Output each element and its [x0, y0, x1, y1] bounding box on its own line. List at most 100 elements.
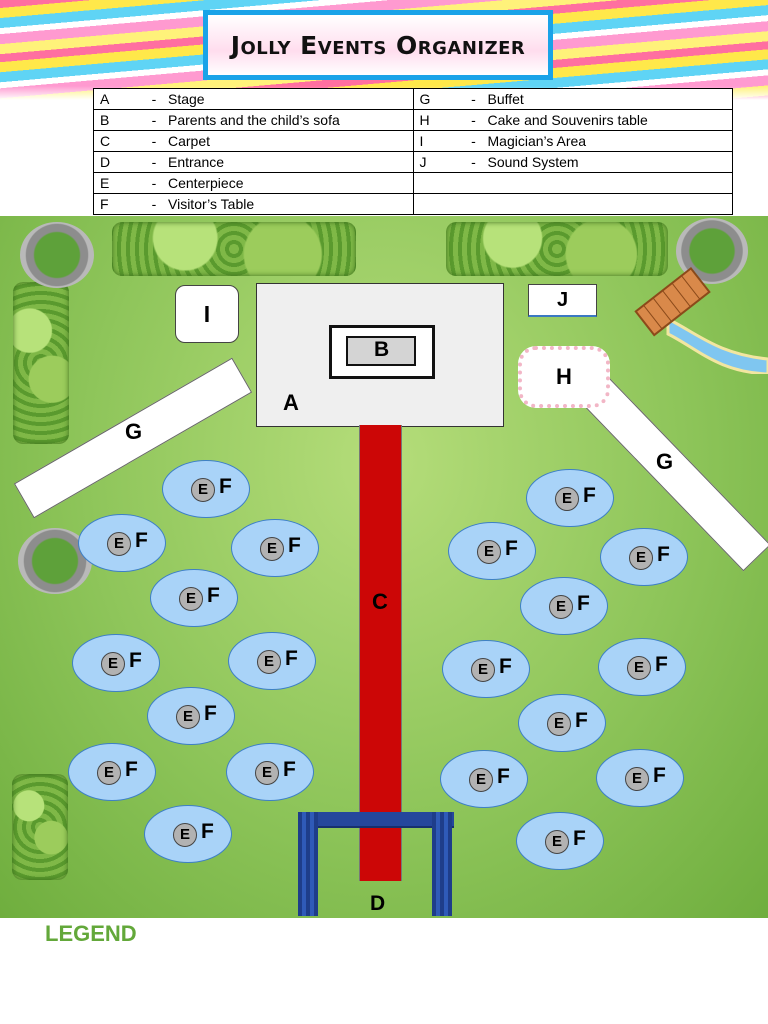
legend-dash: -	[151, 154, 157, 170]
sofa-label: B	[374, 338, 390, 361]
legend-letter: H	[419, 112, 430, 128]
legend-cell-left: E-Centerpiece	[93, 172, 414, 194]
sound-label: J	[556, 288, 569, 311]
legend-dash: -	[151, 175, 157, 191]
centerpiece-label: E	[257, 650, 281, 674]
centerpiece-label: E	[627, 656, 651, 680]
centerpiece-label: E	[625, 767, 649, 791]
magician-area: I	[175, 285, 239, 343]
legend-dash: -	[151, 196, 157, 212]
centerpiece-label: E	[97, 761, 121, 785]
hedge-left-bottom	[12, 774, 68, 880]
cake-souvenir-table: H	[518, 346, 610, 408]
centerpiece-label: E	[477, 540, 501, 564]
entrance-curtain-right	[432, 812, 452, 916]
visitor-table-label: F	[577, 592, 590, 615]
centerpiece-label: E	[260, 537, 284, 561]
carpet-aisle: C	[359, 425, 402, 881]
centerpiece-label: E	[191, 478, 215, 502]
visitor-table-label: F	[505, 537, 518, 560]
legend-dash: -	[151, 91, 157, 107]
centerpiece-label: E	[469, 768, 493, 792]
legend-cell-right: G -Buffet	[412, 88, 733, 110]
flower-planter-top-left	[20, 222, 94, 288]
visitor-table-label: F	[497, 765, 510, 788]
legend-cell-left: D-Entrance	[93, 151, 414, 173]
visitor-table-label: F	[135, 529, 148, 552]
visitor-table-label: F	[204, 702, 217, 725]
legend-heading: LEGEND	[45, 921, 137, 946]
legend-cell-right	[412, 193, 733, 215]
legend-letter: B	[100, 112, 110, 128]
hedge-left-vertical	[13, 282, 69, 444]
legend-description: Parents and the child’s sofa	[168, 112, 340, 128]
sound-system: J	[528, 284, 597, 317]
legend-letter: A	[100, 91, 110, 107]
centerpiece-label: E	[629, 546, 653, 570]
entrance-valance	[298, 812, 454, 828]
legend-description: Visitor’s Table	[168, 196, 255, 212]
cake-table-label: H	[556, 364, 572, 389]
legend-description: Carpet	[168, 133, 211, 149]
centerpiece-label: E	[173, 823, 197, 847]
visitor-table-label: F	[657, 543, 670, 566]
centerpiece-label: E	[555, 487, 579, 511]
hedge-top-left	[112, 222, 356, 276]
centerpiece-label: E	[255, 761, 279, 785]
legend-letter: G	[419, 91, 431, 107]
visitor-table-label: F	[129, 649, 142, 672]
legend-cell-right: H-Cake and Souvenirs table	[412, 109, 733, 131]
centerpiece-label: E	[107, 532, 131, 556]
hedge-top-right	[446, 222, 668, 276]
legend-description: Buffet	[487, 91, 524, 107]
parents-child-sofa: B	[329, 325, 435, 379]
legend-description: Cake and Souvenirs table	[487, 112, 648, 128]
title-frame: Jolly Events Organizer	[203, 10, 553, 80]
legend-dash: -	[471, 91, 476, 107]
magician-label: I	[203, 300, 211, 327]
entrance-label: D	[370, 892, 386, 915]
sofa-cushion: B	[346, 336, 416, 366]
legend-letter: E	[100, 175, 110, 191]
visitor-table-label: F	[655, 653, 668, 676]
visitor-table-label: F	[285, 647, 298, 670]
visitor-table-label: F	[499, 655, 512, 678]
legend-description: Stage	[168, 91, 205, 107]
legend-cell-left: F -Visitor’s Table	[93, 193, 414, 215]
centerpiece-label: E	[179, 587, 203, 611]
legend-letter: D	[100, 154, 111, 170]
page-title: Jolly Events Organizer	[230, 30, 526, 60]
legend-cell-left: C-Carpet	[93, 130, 414, 152]
legend-row: F -Visitor’s Table	[93, 193, 733, 215]
visitor-table-label: F	[201, 820, 214, 843]
stage-label: A	[283, 390, 299, 415]
centerpiece-label: E	[545, 830, 569, 854]
visitor-table-label: F	[283, 758, 296, 781]
entrance-curtain-left	[298, 812, 318, 916]
visitor-table-label: F	[653, 764, 666, 787]
legend-letter: I	[419, 133, 424, 149]
visitor-table-label: F	[573, 827, 586, 850]
buffet-label-left: G	[125, 419, 143, 444]
buffet-label-right: G	[656, 449, 674, 474]
legend-letter: F	[100, 196, 109, 212]
legend-description: Sound System	[487, 154, 579, 170]
legend-dash: -	[151, 133, 157, 149]
